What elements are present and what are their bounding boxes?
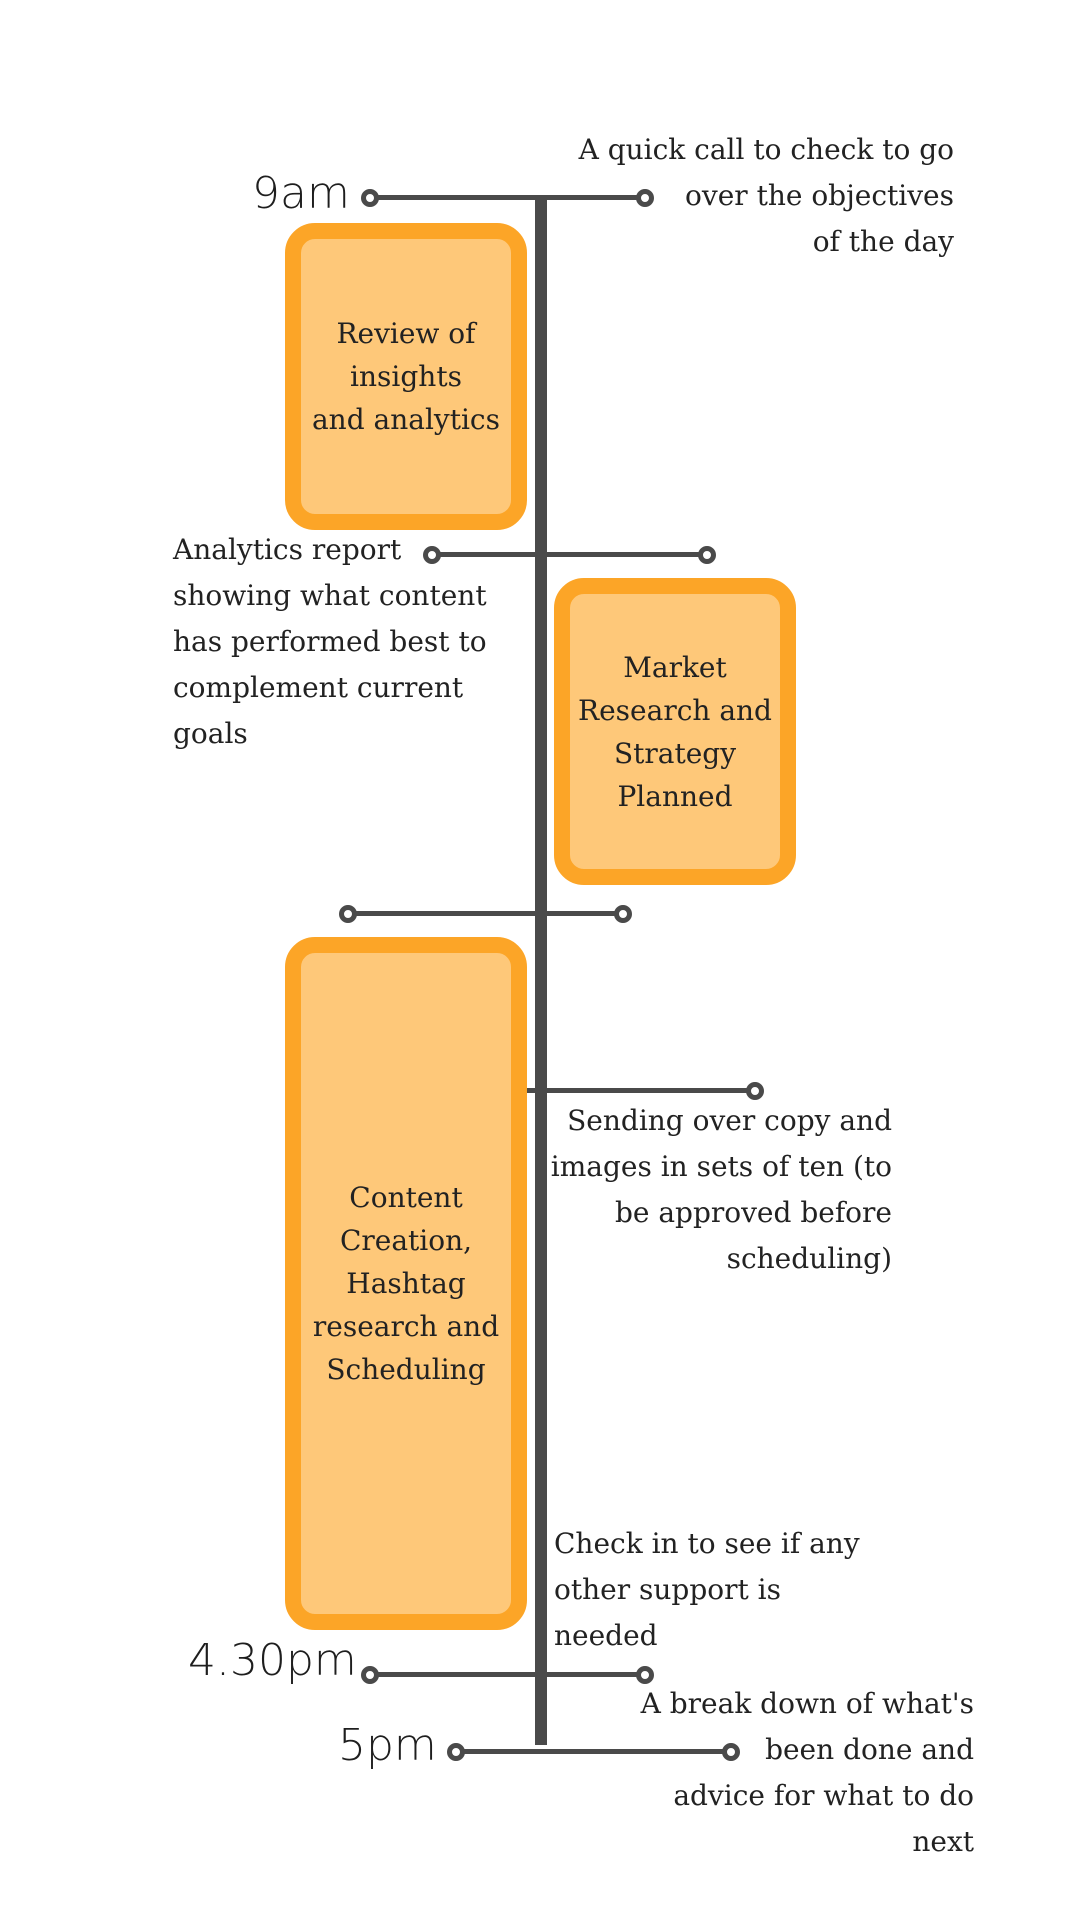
box-line: Strategy	[613, 736, 737, 770]
note-line: over the objectives	[685, 179, 954, 212]
box-review-insights-text: Review of insights and analytics	[312, 312, 500, 441]
connector-sending	[480, 1088, 756, 1093]
connector-9am-left-node	[361, 189, 379, 207]
note-line: advice for what to do	[673, 1779, 974, 1812]
connector-analytics	[432, 552, 708, 557]
box-line: insights	[350, 360, 462, 393]
time-label-9am: 9am	[252, 168, 350, 219]
note-line: be approved before	[614, 1196, 892, 1229]
box-line: Creation,	[339, 1224, 473, 1257]
connector-5pm-left-node	[447, 1743, 465, 1761]
connector-content-start	[348, 911, 624, 916]
box-line: Market	[623, 650, 727, 684]
note-line: Check in to see if any	[554, 1527, 860, 1560]
note-break-down: A break down of what's been done and adv…	[641, 1681, 974, 1865]
connector-content-start-right-node	[614, 905, 632, 923]
box-line: Planned	[617, 779, 733, 813]
connector-sending-right-node	[746, 1082, 764, 1100]
note-line: Analytics report	[173, 533, 402, 566]
box-content-creation-text: Content Creation, Hashtag research and S…	[313, 1176, 499, 1391]
connector-430pm-left-node	[361, 1666, 379, 1684]
connector-9am	[370, 195, 646, 200]
note-line: has performed best to	[173, 625, 487, 658]
time-label-430pm: 4.30pm	[188, 1635, 357, 1686]
connector-5pm	[456, 1749, 732, 1754]
note-line: images in sets of ten (to	[550, 1150, 892, 1183]
connector-9am-right-node	[636, 189, 654, 207]
connector-430pm	[370, 1672, 646, 1677]
note-sending-copy: Sending over copy and images in sets of …	[551, 1098, 892, 1282]
box-line: Review of	[336, 317, 476, 350]
note-line: been done and	[765, 1733, 974, 1766]
timeline-spine	[535, 198, 547, 1745]
box-line: Research and	[578, 693, 772, 727]
box-line: and analytics	[311, 403, 500, 436]
box-line: research and	[312, 1310, 500, 1343]
connector-content-start-left-node	[339, 905, 357, 923]
note-quick-call: A quick call to check to go over the obj…	[579, 127, 954, 265]
box-line: Content	[349, 1181, 463, 1214]
box-line: Scheduling	[326, 1353, 486, 1386]
box-market-research-text: Market Research and Strategy Planned	[578, 646, 772, 818]
box-line: Hashtag	[346, 1267, 466, 1300]
note-line: complement current	[173, 671, 464, 704]
note-line: A break down of what's	[640, 1687, 974, 1720]
note-line: needed	[554, 1619, 658, 1652]
note-line: next	[912, 1825, 974, 1858]
box-market-research: Market Research and Strategy Planned	[554, 578, 796, 885]
note-analytics-report: Analytics report showing what content ha…	[173, 527, 487, 757]
note-line: A quick call to check to go	[578, 133, 954, 166]
time-label-5pm: 5pm	[338, 1720, 437, 1771]
note-line: Sending over copy and	[567, 1104, 892, 1137]
box-review-insights: Review of insights and analytics	[285, 223, 527, 530]
box-content-creation: Content Creation, Hashtag research and S…	[285, 937, 527, 1630]
connector-analytics-left-node	[423, 546, 441, 564]
note-line: of the day	[812, 225, 954, 258]
note-line: scheduling)	[726, 1242, 892, 1275]
note-line: showing what content	[173, 579, 487, 612]
connector-analytics-right-node	[698, 546, 716, 564]
note-line: goals	[173, 717, 248, 750]
note-line: other support is	[554, 1573, 781, 1606]
connector-430pm-right-node	[636, 1666, 654, 1684]
note-check-in: Check in to see if any other support is …	[554, 1521, 860, 1659]
connector-5pm-right-node	[722, 1743, 740, 1761]
